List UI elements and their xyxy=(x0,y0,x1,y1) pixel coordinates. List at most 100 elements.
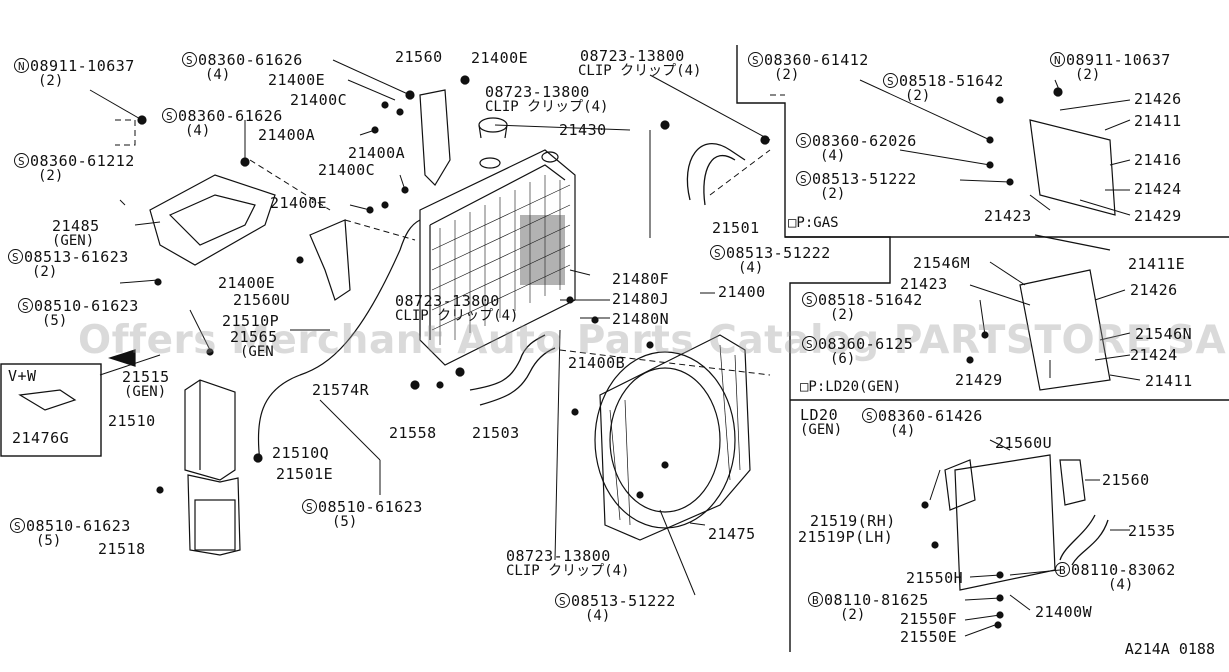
label-21480n: 21480N xyxy=(612,310,670,328)
label-21560-2: 21560 xyxy=(1102,471,1150,489)
label-21519: 21519(RH) xyxy=(810,512,896,530)
label-21416: 21416 xyxy=(1134,151,1182,169)
label-21480j: 21480J xyxy=(612,290,670,308)
label-21400a-2: 21400A xyxy=(348,144,406,162)
label-21550e: 21550E xyxy=(900,628,958,646)
label-21400: 21400 xyxy=(718,283,766,301)
note-clip-08723-a: CLIP クリップ(4) xyxy=(578,63,702,79)
qty-s-08360-62026: (4) xyxy=(820,148,846,164)
label-21429-b: 21429 xyxy=(955,371,1003,389)
qty-s-08518-51642-a: (2) xyxy=(905,88,931,104)
label-21560-top: 21560 xyxy=(395,48,443,66)
panel-borders xyxy=(0,45,1229,652)
label-clip-08723-a: 08723-13800 xyxy=(580,47,685,65)
label-21400e-3: 21400E xyxy=(270,194,328,212)
label-21411-b: 21411 xyxy=(1145,372,1193,390)
qty-s-08513-51222-a: (4) xyxy=(738,260,764,276)
label-clip-08723-b: 08723-13800 xyxy=(485,83,590,101)
qty-s-08513-51222-b: (4) xyxy=(585,608,611,624)
qty-b-08110-81625: (2) xyxy=(840,607,866,623)
label-21400a-1: 21400A xyxy=(258,126,316,144)
hose-drawing xyxy=(469,143,1109,566)
label-21476g: 21476G xyxy=(12,429,70,447)
note-clip-08723-c: CLIP クリップ(4) xyxy=(395,308,519,324)
qty-b-08110-83062: (4) xyxy=(1108,577,1134,593)
label-21510: 21510 xyxy=(108,412,156,430)
label-21430: 21430 xyxy=(559,121,607,139)
label-21480f: 21480F xyxy=(612,270,670,288)
label-21400b: 21400B xyxy=(568,354,626,372)
note-clip-08723-d: CLIP クリップ(4) xyxy=(506,563,630,579)
qty-s-08510-61623-b: (5) xyxy=(332,514,358,530)
label-21400c-1: 21400C xyxy=(290,91,348,109)
qty-s-08360-61412: (2) xyxy=(774,67,800,83)
label-21400e-top: 21400E xyxy=(471,49,529,67)
fan-shroud-drawing xyxy=(594,334,751,541)
label-21558: 21558 xyxy=(389,424,437,442)
qty-s-08360-6125: (6) xyxy=(830,351,856,367)
label-clip-08723-d: 08723-13800 xyxy=(506,547,611,565)
radiator-drawing xyxy=(419,117,576,366)
label-21400w: 21400W xyxy=(1035,603,1093,621)
qty-s-08510-61623-a: (5) xyxy=(42,313,68,329)
qty-s-08510-61623-c: (5) xyxy=(36,533,62,549)
label-21475: 21475 xyxy=(708,525,756,543)
note-21485-gen: (GEN) xyxy=(52,233,95,249)
label-21429-a: 21429 xyxy=(1134,207,1182,225)
qty-s-08513-51222-c: (2) xyxy=(820,186,846,202)
label-21560u: 21560U xyxy=(233,291,291,309)
label-21560u-2: 21560U xyxy=(995,434,1053,452)
label-21519p: 21519P(LH) xyxy=(798,528,894,546)
label-21546n: 21546N xyxy=(1135,325,1193,343)
label-21510q: 21510Q xyxy=(272,444,330,462)
label-21424-b: 21424 xyxy=(1130,346,1178,364)
note-clip-08723-b: CLIP クリップ(4) xyxy=(485,99,609,115)
label-21400c-2: 21400C xyxy=(318,161,376,179)
qty-s-08360-61626-a: (4) xyxy=(205,67,231,83)
label-21424-a: 21424 xyxy=(1134,180,1182,198)
arrow-mark xyxy=(108,349,136,367)
label-21501e: 21501E xyxy=(276,465,334,483)
qty-s-08513-61623: (2) xyxy=(32,264,58,280)
label-21550h: 21550H xyxy=(906,569,964,587)
label-21501: 21501 xyxy=(712,219,760,237)
qty-s-08518-51642-b: (2) xyxy=(830,307,856,323)
note-21515-gen: (GEN) xyxy=(124,384,167,400)
label-21510p: 21510P xyxy=(222,312,280,330)
label-21423-b: 21423 xyxy=(900,275,948,293)
label-21503: 21503 xyxy=(472,424,520,442)
label-21411-a: 21411 xyxy=(1134,112,1182,130)
fastener-marks xyxy=(137,75,1063,629)
ld20-panel-title: LD20 xyxy=(800,406,839,424)
label-21515: 21515 xyxy=(122,368,170,386)
label-clip-08723-c: 08723-13800 xyxy=(395,292,500,310)
label-21535: 21535 xyxy=(1128,522,1176,540)
qty-n-08911-10637-b: (2) xyxy=(1075,67,1101,83)
qty-n-08911-10637-a: (2) xyxy=(38,73,64,89)
label-21423-a: 21423 xyxy=(984,207,1032,225)
label-21565: 21565 xyxy=(230,328,278,346)
note-gen-1: (GEN xyxy=(240,344,274,360)
label-21400e-4: 21400E xyxy=(218,274,276,292)
note-gas: □P:GAS xyxy=(788,215,839,231)
label-21400e-2: 21400E xyxy=(268,71,326,89)
